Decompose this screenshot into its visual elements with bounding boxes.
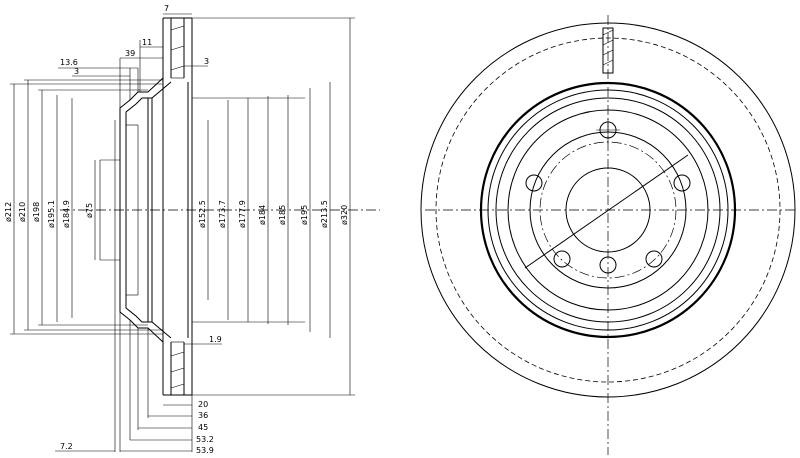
section-view: ø212 ø210 ø198 ø195.1 ø184.9 ø75 ø152.5 … [4, 4, 380, 455]
dia-label-152-5: ø152.5 [198, 200, 207, 228]
dim-36: 36 [198, 411, 208, 420]
hub-hat [99, 77, 172, 343]
dim-39: 39 [125, 49, 135, 58]
bottom-dimensions: 20 36 45 53.2 53.9 7.2 [55, 300, 214, 455]
bolt-hole [525, 174, 543, 192]
dia-label-198: ø198 [32, 202, 41, 222]
bolt-holes [525, 118, 691, 274]
dia-label-173-7: ø173.7 [218, 200, 227, 228]
hat-shoulder-circle [495, 97, 721, 323]
dim-7-2: 7.2 [60, 442, 73, 451]
dia-label-212: ø212 [4, 202, 13, 222]
dim-7: 7 [164, 4, 169, 13]
top-dimensions: 7 11 39 13.6 3 3 [58, 4, 209, 108]
radial-reference-line [524, 154, 689, 269]
dia-label-185: ø185 [278, 205, 287, 225]
dim-53-9: 53.9 [196, 446, 214, 455]
mid-dimensions: 1.9 [184, 335, 222, 345]
bolt-hole [553, 250, 571, 268]
dia-label-195: ø195 [300, 205, 309, 225]
dim-53-2: 53.2 [196, 435, 214, 444]
dia-label-320: ø320 [340, 205, 349, 225]
vent-circle [435, 37, 781, 383]
outer-diameter-circle [420, 22, 796, 398]
hat-outer-circle [487, 89, 729, 331]
dia-label-210: ø210 [18, 202, 27, 222]
dim-13-6: 13.6 [60, 58, 78, 67]
friction-ring [162, 17, 193, 396]
diameter-labels: ø212 ø210 ø198 ø195.1 ø184.9 ø75 ø152.5 … [4, 200, 349, 228]
dia-label-177-9: ø177.9 [238, 200, 247, 228]
hat-face-circle [507, 109, 709, 311]
dim-3-left: 3 [74, 67, 79, 76]
braking-surface-inner-thick [479, 81, 737, 339]
bolt-hole [645, 250, 663, 268]
dia-label-184: ø184 [258, 205, 267, 225]
center-bore [565, 167, 651, 253]
rotation-slot-marker [602, 27, 614, 74]
dia-label-75: ø75 [85, 203, 94, 218]
dia-label-184-9: ø184.9 [62, 200, 71, 228]
diameter-dimensions [10, 17, 355, 396]
dim-11: 11 [142, 38, 152, 47]
dim-20: 20 [198, 400, 208, 409]
dim-45: 45 [198, 423, 208, 432]
location-hole [599, 256, 617, 274]
bolt-hole [673, 174, 691, 192]
dim-3-right: 3 [204, 57, 209, 66]
front-view [420, 15, 798, 455]
dia-label-213-5: ø213.5 [320, 200, 329, 228]
dia-label-195-1: ø195.1 [47, 200, 56, 228]
dim-1-9: 1.9 [209, 335, 222, 344]
